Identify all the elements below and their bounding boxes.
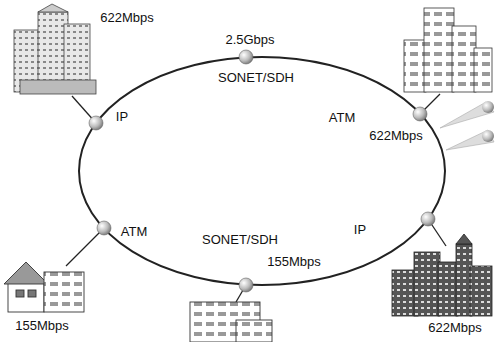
rate-label: 155Mbps [14,319,69,333]
signal-streak [440,101,494,150]
office-building [190,302,272,342]
sonet-ring [79,57,445,285]
rate-label: ATM [328,111,356,125]
office-building [404,8,492,92]
access-lines [66,94,446,302]
rate-label: IP [353,223,367,237]
office-building [14,4,96,94]
ring-node [89,50,435,292]
rate-label: 2.5Gbps [224,33,275,47]
rate-label: SONET/SDH [217,71,295,85]
rate-label: ATM [120,225,148,239]
rate-label: SONET/SDH [201,233,279,247]
rate-label: 155Mbps [266,255,321,269]
rate-label: 622Mbps [427,321,482,335]
rate-label: 622Mbps [368,129,423,143]
rate-label: IP [115,110,129,124]
city-building [392,234,492,316]
rate-label: 622Mbps [99,11,154,25]
house-building [4,262,84,312]
